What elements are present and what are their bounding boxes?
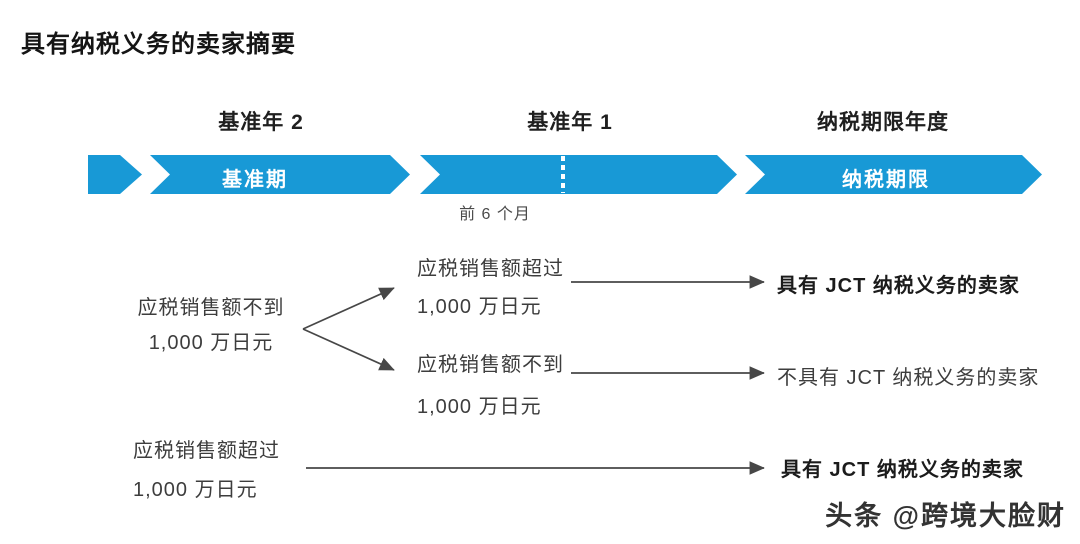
condition-line2: 1,000 万日元	[148, 332, 274, 354]
timeline-year-1-label: 基准年 1	[527, 111, 613, 134]
condition-line2: 1,000 万日元	[417, 396, 542, 418]
condition-base-year2-under: 应税销售额不到 1,000 万日元	[134, 291, 288, 361]
dotted-divider-line	[561, 156, 565, 193]
fork-arrow-up	[302, 287, 395, 330]
condition-base-year1-over: 应税销售额超过 1,000 万日元	[417, 250, 564, 326]
timeline-start-chevron	[88, 155, 142, 194]
condition-base-year1-under: 应税销售额不到 1,000 万日元	[417, 344, 564, 428]
condition-base-year2-over: 应税销售额超过 1,000 万日元	[133, 432, 280, 510]
outcome-taxable-seller-top: 具有 JCT 纳税义务的卖家	[777, 275, 1020, 297]
page-title: 具有纳税义务的卖家摘要	[21, 31, 296, 58]
outcome-taxable-seller-bottom: 具有 JCT 纳税义务的卖家	[781, 459, 1024, 481]
condition-line1: 应税销售额不到	[137, 297, 285, 319]
timeline-year-2-label: 基准年 2	[218, 111, 304, 134]
watermark: 头条 @跨境大脸财	[825, 501, 1066, 531]
outcome-non-taxable-seller: 不具有 JCT 纳税义务的卖家	[777, 367, 1040, 389]
timeline-tax-period-year-label: 纳税期限年度	[817, 111, 949, 134]
condition-line2: 1,000 万日元	[417, 296, 542, 318]
timeline-band-tax-period	[745, 155, 1042, 194]
condition-line2: 1,000 万日元	[133, 479, 258, 501]
tax-period-band-label: 纳税期限	[842, 169, 930, 191]
condition-line1: 应税销售额不到	[417, 354, 564, 376]
condition-line1: 应税销售额超过	[133, 440, 280, 462]
timeline-band-middle	[420, 155, 737, 194]
base-period-band-label: 基准期	[222, 169, 288, 191]
fork-arrow-down	[302, 328, 395, 371]
condition-line1: 应税销售额超过	[417, 258, 564, 280]
first-6-months-note: 前 6 个月	[459, 206, 531, 223]
timeline-band-base-period	[150, 155, 410, 194]
